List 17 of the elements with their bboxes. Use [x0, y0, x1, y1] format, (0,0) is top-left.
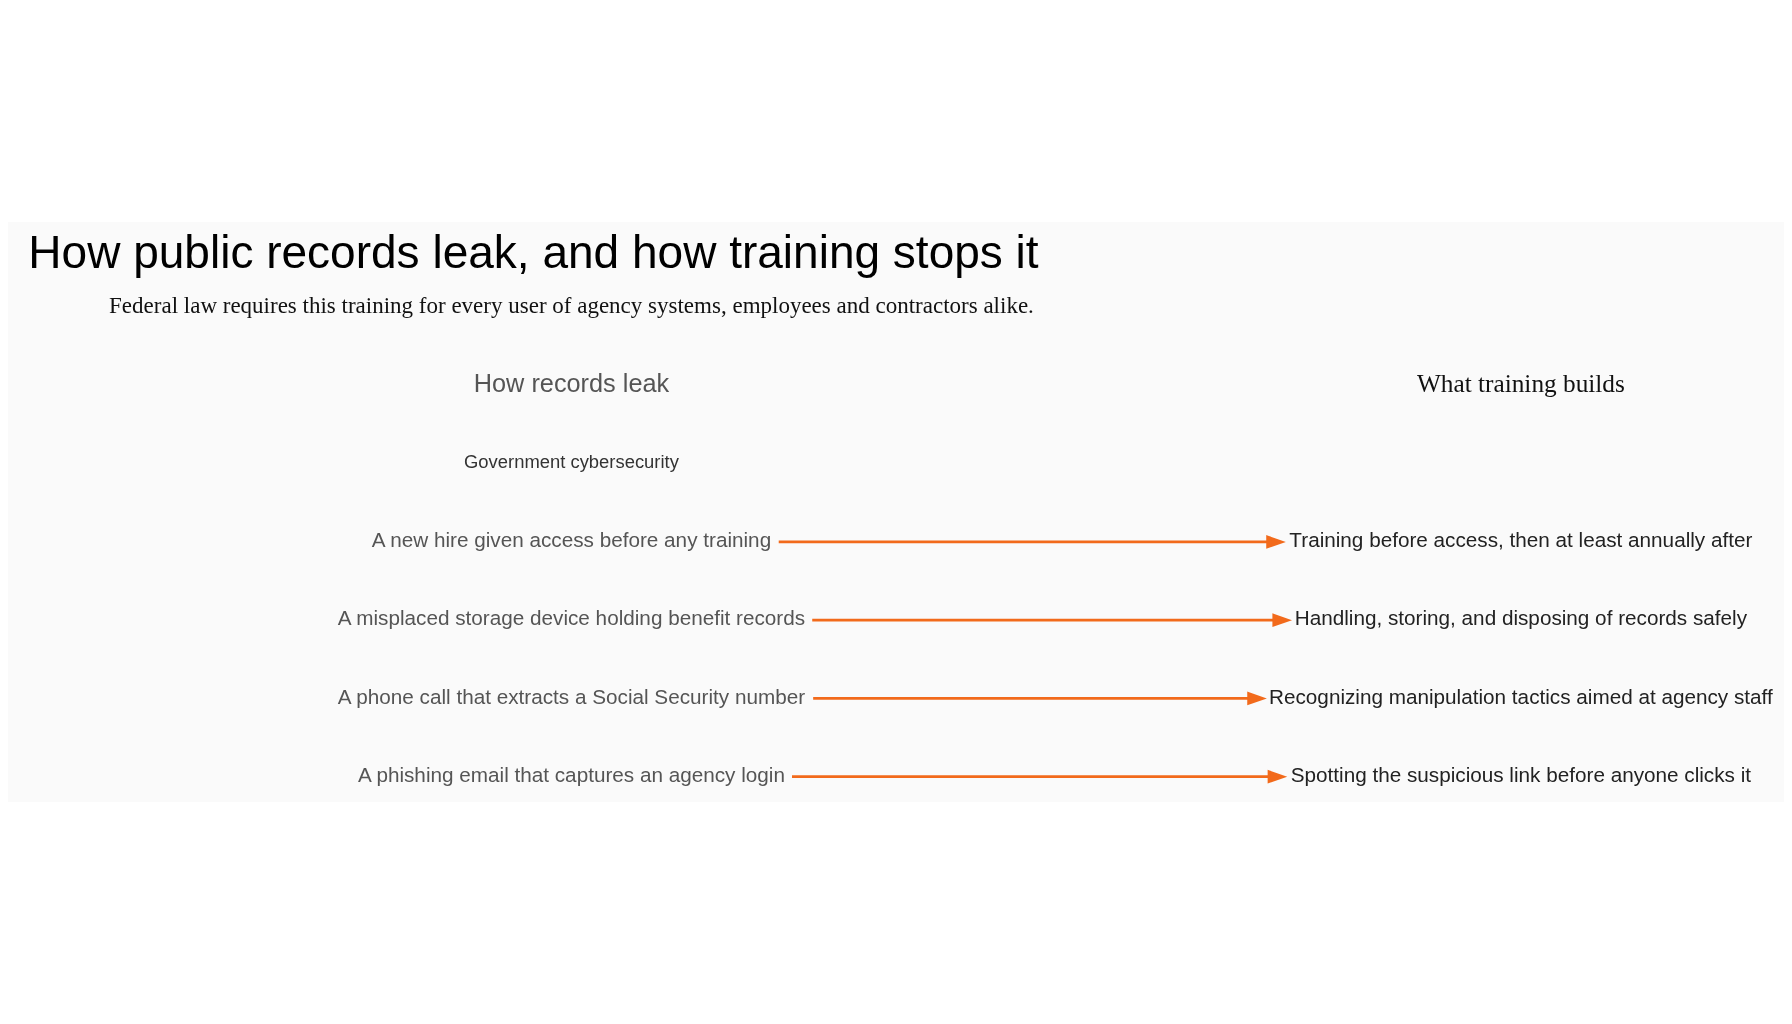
- caption: Federal law requires this training for every user of agency systems, employees and contractors alike.: [109, 291, 1034, 318]
- node-text: Spotting the suspicious link before anyone clicks it: [1290, 762, 1752, 786]
- node-text: A misplaced storage device holding benefit records: [337, 606, 806, 630]
- node-text: Training before access, then at least annually after: [1289, 527, 1753, 551]
- node-text: A phishing email that captures an agency login: [357, 762, 785, 786]
- diagram-title: How public records leak, and how training stops it: [28, 226, 1039, 279]
- node-text: A new hire given access before any training: [371, 527, 772, 551]
- node-text: Recognizing manipulation tactics aimed at agency staff: [1269, 684, 1773, 708]
- arrow: [792, 769, 1288, 784]
- node-text: Handling, storing, and disposing of records safely: [1294, 606, 1748, 630]
- label: Government cybersecurity: [464, 451, 679, 473]
- node-text: A phone call that extracts a Social Security number: [337, 684, 806, 708]
- arrow: [812, 613, 1292, 628]
- label: How records leak: [473, 368, 670, 397]
- arrow: [778, 535, 1286, 549]
- label: What training builds: [1416, 368, 1625, 397]
- arrow: [813, 691, 1267, 706]
